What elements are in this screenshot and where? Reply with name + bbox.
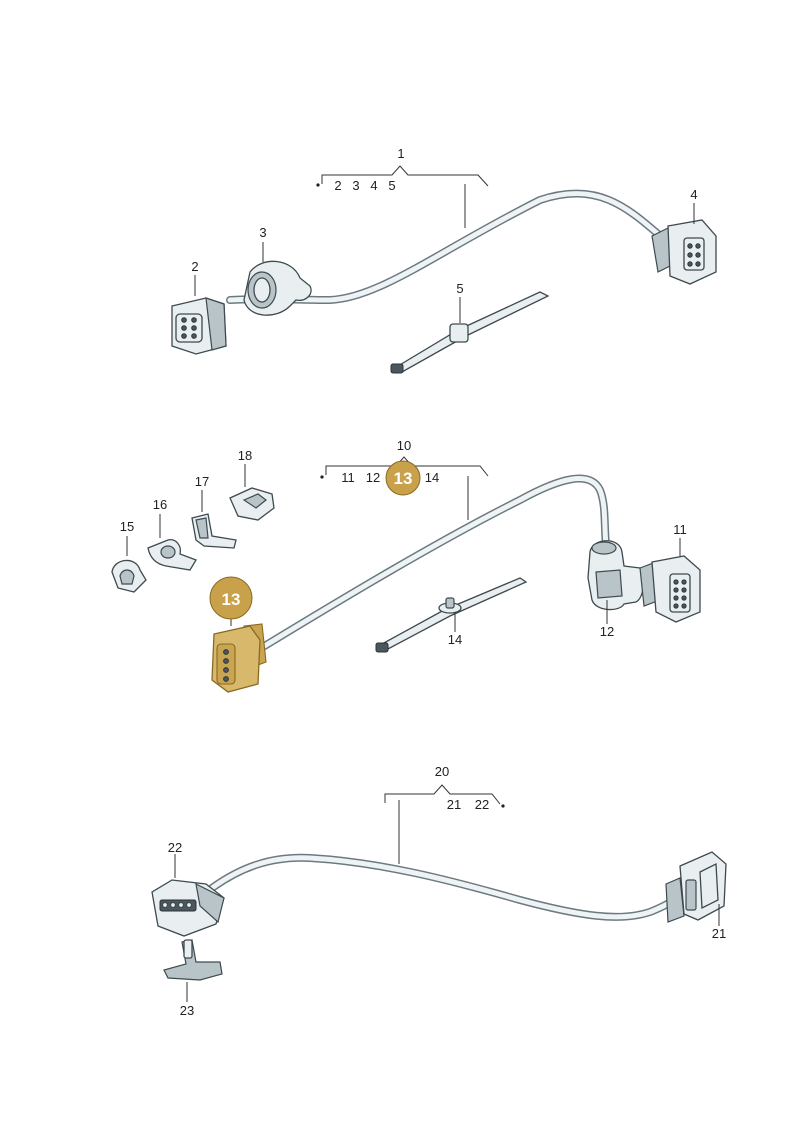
group-3-bracket xyxy=(384,784,501,805)
connector-part-13-highlighted xyxy=(211,623,267,693)
callout-22: 22 xyxy=(168,840,182,855)
callout-2: 2 xyxy=(191,259,198,274)
group-2-sub-badge: 13 xyxy=(385,460,421,496)
callout-13-badge: 13 xyxy=(209,576,253,626)
callout-18: 18 xyxy=(238,448,252,463)
group-1-bracket xyxy=(321,165,489,187)
grommet-part-3 xyxy=(243,260,312,316)
callout-13-badge-circle xyxy=(209,576,253,620)
cable-tie-part-14 xyxy=(375,577,528,653)
callout-4: 4 xyxy=(690,187,697,202)
group-1-bracket-label: 1 xyxy=(397,146,404,161)
callout-3: 3 xyxy=(259,225,266,240)
group-3-bracket-label: 20 xyxy=(435,764,449,779)
harness-group-3: 20 21 22 22 23 21 xyxy=(151,764,727,1018)
harness-3-cable-core xyxy=(209,855,677,920)
callout-21: 21 xyxy=(712,926,726,941)
harness-group-1: 1 2 3 4 5 3 2 xyxy=(171,146,717,374)
group-2-bracket-dot xyxy=(320,475,324,479)
clip-part-15 xyxy=(111,559,147,593)
group-2-bracket xyxy=(325,456,489,477)
group-3-bracket-dot xyxy=(501,804,505,808)
group-1-sub-label: 5 xyxy=(388,178,395,193)
group-2-bracket-label: 10 xyxy=(397,438,411,453)
cable-tie-part-5 xyxy=(390,291,550,374)
callout-5: 5 xyxy=(456,281,463,296)
group-3-sub-label: 21 xyxy=(447,797,461,812)
group-3-sub-label: 22 xyxy=(475,797,489,812)
group-2-sub-label: 12 xyxy=(366,470,380,485)
clip-part-17 xyxy=(191,513,237,549)
group-1-sub-label: 4 xyxy=(370,178,377,193)
group-1-sub-label: 3 xyxy=(352,178,359,193)
callout-16: 16 xyxy=(153,497,167,512)
connector-part-21 xyxy=(665,851,727,923)
lock-part-23 xyxy=(163,939,223,981)
connector-part-22 xyxy=(151,879,225,937)
connector-part-11 xyxy=(639,555,701,623)
connector-part-4 xyxy=(651,219,717,285)
harness-3-cable xyxy=(208,853,678,921)
group-2-sub-badge-text: 13 xyxy=(394,469,413,488)
clip-part-18 xyxy=(229,487,275,521)
group-1-bracket-dot xyxy=(316,183,320,187)
callout-17: 17 xyxy=(195,474,209,489)
harness-group-2: 10 11 12 13 14 15 16 17 xyxy=(111,438,701,693)
group-1-sub-label: 2 xyxy=(334,178,341,193)
group-2-sub-label: 11 xyxy=(341,470,355,485)
harness-2-cable-core xyxy=(255,476,609,653)
group-2-sub-badge-circle xyxy=(385,460,421,496)
callout-14: 14 xyxy=(448,632,462,647)
callout-12: 12 xyxy=(600,624,614,639)
clip-part-16 xyxy=(147,539,197,571)
callout-15: 15 xyxy=(120,519,134,534)
callout-11: 11 xyxy=(673,522,687,537)
grommet-part-12 xyxy=(587,540,645,611)
callout-13-badge-text: 13 xyxy=(222,590,241,609)
connector-part-2 xyxy=(171,297,227,355)
group-2-sub-label: 14 xyxy=(425,470,439,485)
callout-23: 23 xyxy=(180,1003,194,1018)
